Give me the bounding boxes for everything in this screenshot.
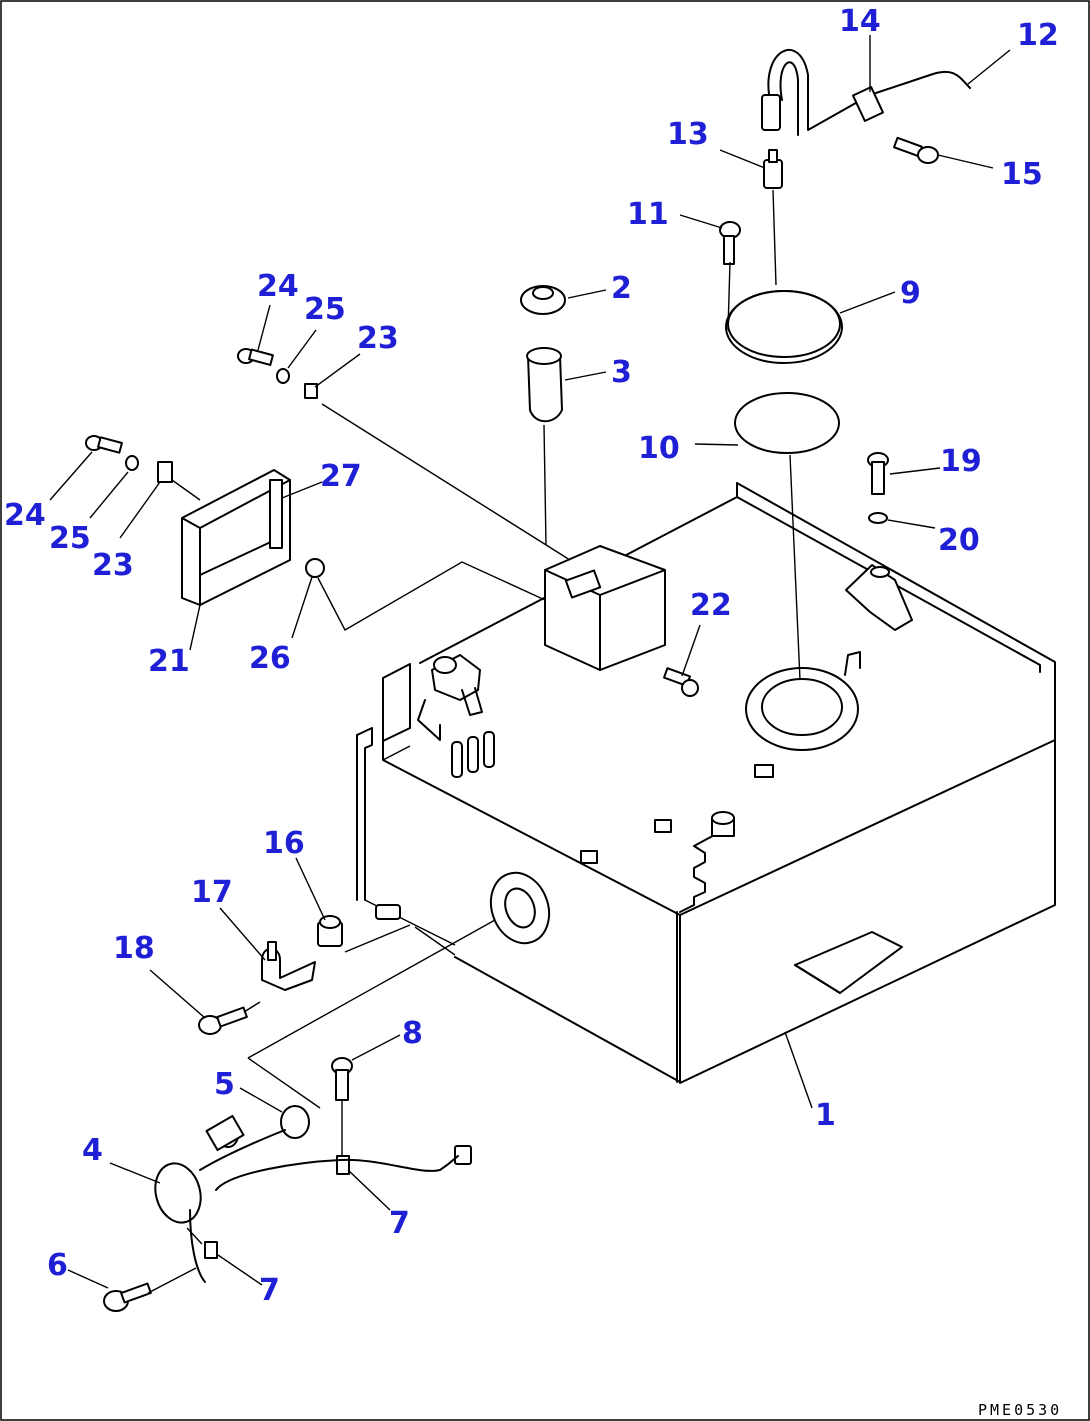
top-mounting-flange (745, 651, 861, 751)
callout-19: 19 (940, 444, 982, 479)
bracket-21 (181, 469, 291, 606)
connector (454, 1145, 472, 1165)
callout-17: 17 (191, 875, 233, 910)
filler-neck-housing (544, 545, 666, 671)
bolt-24-lower (85, 435, 123, 454)
callout-8: 8 (402, 1016, 423, 1051)
callout-22: 22 (690, 588, 732, 623)
o-ring-5 (280, 1105, 310, 1139)
bolt-18 (198, 1006, 248, 1035)
callout-7-lower: 7 (259, 1273, 280, 1308)
callout-23-lower: 23 (92, 548, 134, 583)
drawing-code: PME0530 (978, 1401, 1062, 1419)
cover-plate (725, 290, 843, 364)
callout-3: 3 (611, 355, 632, 390)
callout-24-upper: 24 (257, 269, 299, 304)
callout-15: 15 (1001, 157, 1043, 192)
callout-18: 18 (113, 931, 155, 966)
callout-21: 21 (148, 644, 190, 679)
callout-26: 26 (249, 641, 291, 676)
callout-11: 11 (627, 197, 669, 232)
right-lift-bracket (845, 564, 913, 631)
bolt-6 (103, 1282, 152, 1312)
clip-23-lower (157, 461, 173, 483)
callout-25-upper: 25 (304, 292, 346, 327)
callout-10: 10 (638, 431, 680, 466)
washer-25-lower (125, 455, 139, 471)
filler-strainer (526, 347, 563, 423)
tank-top-fittings (451, 731, 774, 864)
callout-7-upper: 7 (389, 1206, 410, 1241)
nut-26 (305, 558, 325, 578)
cover-bolt (719, 221, 741, 265)
callout-27: 27 (320, 459, 362, 494)
o-ring (734, 392, 840, 454)
callout-25-lower: 25 (49, 521, 91, 556)
bolt-19 (867, 452, 889, 495)
wiring-harness (189, 1129, 459, 1283)
filler-cap (520, 285, 566, 315)
bolt-8 (331, 1057, 353, 1101)
callout-2: 2 (611, 271, 632, 306)
sensor-4 (154, 1114, 245, 1224)
callout-6: 6 (47, 1248, 68, 1283)
clip-7-upper (336, 1155, 350, 1175)
callout-16: 16 (263, 826, 305, 861)
breather-pipe (761, 49, 971, 136)
callout-1: 1 (815, 1098, 836, 1133)
assembly-lines (147, 189, 801, 1294)
clip-23-upper (304, 383, 318, 399)
callout-14: 14 (839, 4, 881, 39)
callout-9: 9 (900, 276, 921, 311)
callout-23-upper: 23 (357, 321, 399, 356)
fitting-16 (317, 915, 343, 947)
callout-20: 20 (938, 523, 980, 558)
washer-25-upper (276, 368, 290, 384)
pipe-bolt (893, 136, 939, 164)
callout-12: 12 (1017, 18, 1059, 53)
washer-20 (868, 512, 888, 524)
bolt-24-upper (237, 348, 274, 366)
side-flange (489, 871, 551, 945)
tank-bracket (417, 654, 483, 741)
pipe-fitting (763, 149, 783, 189)
callout-13: 13 (667, 117, 709, 152)
leader-lines (49, 35, 1011, 1289)
callout-24-lower: 24 (4, 498, 46, 533)
callout-4: 4 (82, 1133, 103, 1168)
tank-body (356, 482, 1056, 1084)
tank-side-fitting (375, 904, 401, 920)
clamp-17 (261, 941, 316, 991)
bolt-22 (663, 667, 699, 697)
callout-5: 5 (214, 1067, 235, 1102)
tank-step (794, 931, 903, 994)
clip-7-lower (204, 1241, 218, 1259)
